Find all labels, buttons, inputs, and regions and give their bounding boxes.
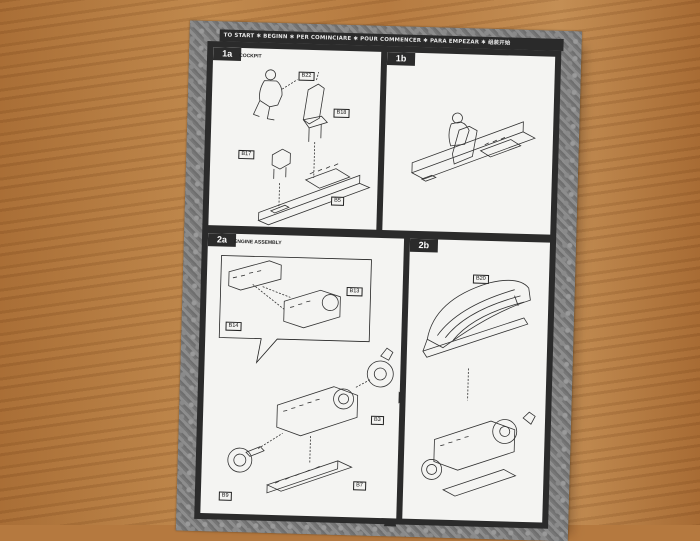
part-label-b9: B9 (218, 491, 232, 501)
part-label-b20: B20 (472, 274, 489, 284)
engine-assembly-diagram (218, 255, 394, 494)
instruction-frame: 1a COCKPIT (194, 41, 562, 529)
part-label-b13: B13 (346, 287, 363, 297)
step-2a-panel: 2a ENGINE ASSEMBLY (200, 233, 405, 519)
step-1b-panel: 1b (382, 52, 556, 235)
part-label-b22: B22 (298, 71, 315, 82)
part-label-b5: B5 (330, 196, 344, 206)
part-label-b14: B14 (225, 321, 242, 332)
engine-cowling-diagram (421, 279, 536, 497)
page-tab (384, 520, 397, 527)
part-label-b18: B18 (333, 108, 350, 119)
step-1a-panel: 1a COCKPIT (208, 47, 382, 230)
part-label-b17: B17 (238, 149, 255, 160)
step-2b-panel: 2b (402, 238, 551, 523)
part-label-b7: B7 (353, 481, 367, 491)
cockpit-diagram (252, 69, 371, 226)
cockpit-assembled-diagram (410, 112, 536, 182)
part-label-b3: B3 (370, 415, 384, 426)
instruction-sheet: TO START ✱ BEGINN ✱ PER COMINCIARE ✱ POU… (175, 20, 582, 541)
